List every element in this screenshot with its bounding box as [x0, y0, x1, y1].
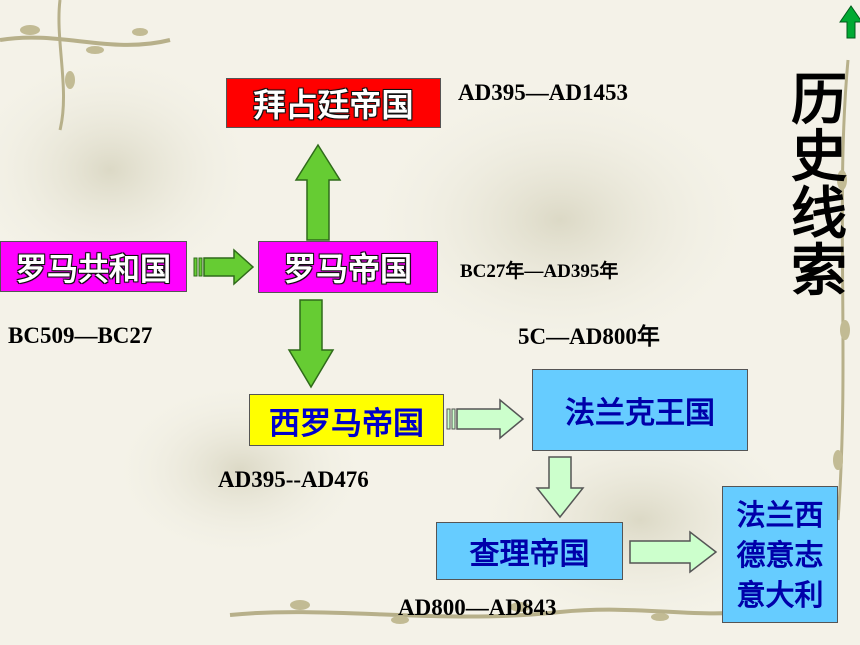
node-successor-states: 法兰西 德意志 意大利	[722, 486, 838, 623]
slide-title: 历 史 线 索	[784, 72, 854, 300]
node-roman-empire: 罗马帝国	[258, 241, 438, 293]
successor-germany: 德意志	[736, 537, 824, 572]
successor-italy: 意大利	[736, 577, 824, 612]
node-frankish-kingdom: 法兰克王国	[532, 369, 748, 451]
node-byzantine-empire: 拜占廷帝国	[226, 78, 441, 128]
arrow-down-to-charlemagne	[535, 456, 585, 519]
node-roman-republic: 罗马共和国	[0, 241, 187, 292]
date-frankish: 5C—AD800年	[518, 324, 660, 349]
title-char-2: 史	[791, 125, 847, 190]
date-empire: BC27年—AD395年	[460, 261, 619, 282]
date-charlemagne: AD800—AD843	[398, 595, 557, 620]
date-republic: BC509—BC27	[8, 323, 153, 348]
arrow-up-to-byzantine	[294, 143, 342, 241]
title-char-4: 索	[791, 239, 847, 304]
arrow-up-nav-icon	[839, 5, 860, 39]
arrow-western-to-frankish	[446, 398, 525, 440]
arrow-republic-to-empire	[193, 248, 255, 286]
date-byzantine: AD395—AD1453	[458, 80, 628, 105]
node-charlemagne-empire: 查理帝国	[436, 522, 623, 580]
node-western-roman-empire: 西罗马帝国	[249, 394, 444, 446]
arrow-down-to-western	[287, 299, 335, 389]
successor-france: 法兰西	[736, 497, 824, 532]
title-char-1: 历	[791, 68, 847, 133]
title-char-3: 线	[791, 182, 847, 247]
arrow-charlemagne-to-successors	[629, 530, 718, 574]
date-western: AD395--AD476	[218, 467, 369, 492]
